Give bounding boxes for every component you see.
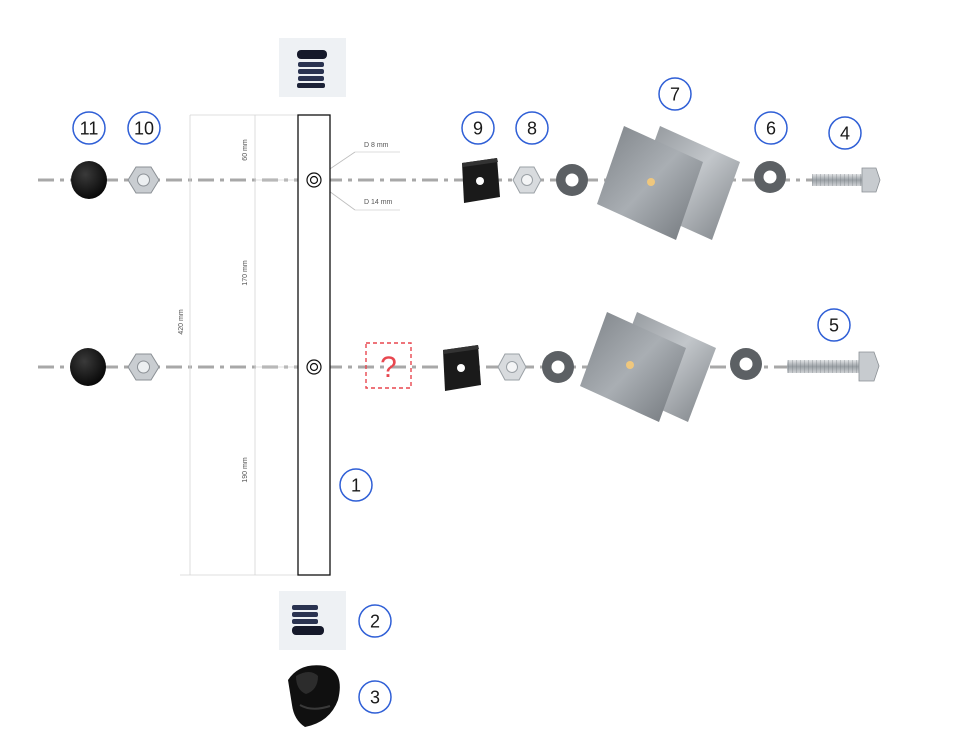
callout-6: 6 bbox=[754, 111, 788, 145]
washer-lower-left bbox=[542, 351, 574, 383]
callout-1: 1 bbox=[339, 468, 373, 502]
callout-3: 3 bbox=[358, 680, 392, 714]
square-rubber-pad-lower bbox=[443, 345, 481, 391]
svg-text:7: 7 bbox=[670, 85, 680, 105]
svg-text:6: 6 bbox=[766, 119, 776, 139]
dome-cap-lower bbox=[70, 348, 106, 386]
hex-nut-upper-left bbox=[127, 166, 160, 194]
hex-nut-lower-left bbox=[127, 353, 160, 381]
dim-middle-spacing: 170 mm bbox=[242, 260, 249, 285]
foot-cap bbox=[288, 665, 340, 727]
callout-5: 5 bbox=[817, 308, 851, 342]
callout-2: 2 bbox=[358, 604, 392, 638]
bolt-short bbox=[812, 167, 881, 193]
dim-small-hole: D 8 mm bbox=[364, 142, 389, 149]
callout-8: 8 bbox=[515, 111, 549, 145]
dim-total-length: 420 mm bbox=[178, 309, 185, 334]
callout-4: 4 bbox=[828, 116, 862, 150]
upper-hole-icon bbox=[306, 172, 322, 188]
washer-upper-right bbox=[754, 161, 786, 193]
svg-text:9: 9 bbox=[473, 119, 483, 139]
dimension-lines: 60 mm 170 mm 190 mm 420 mm D 8 mm D 14 m… bbox=[178, 114, 400, 576]
angle-bracket-lower bbox=[580, 312, 716, 422]
washer-upper-left bbox=[556, 164, 588, 196]
square-rubber-pad-upper bbox=[462, 158, 500, 203]
missing-part-symbol: ? bbox=[380, 351, 397, 384]
insert-plug-bottom bbox=[279, 591, 346, 650]
svg-text:11: 11 bbox=[80, 119, 99, 139]
insert-plug-top bbox=[279, 38, 346, 97]
angle-bracket-upper bbox=[597, 126, 740, 240]
lower-hole-icon bbox=[306, 359, 322, 375]
missing-part-placeholder: ? bbox=[365, 342, 412, 389]
hex-nut-lower bbox=[497, 353, 527, 381]
dome-cap-upper bbox=[71, 161, 107, 199]
svg-text:5: 5 bbox=[829, 316, 839, 336]
callout-9: 9 bbox=[461, 111, 495, 145]
callout-7: 7 bbox=[658, 77, 692, 111]
svg-text:2: 2 bbox=[370, 612, 380, 632]
dim-large-hole: D 14 mm bbox=[364, 199, 393, 206]
upper-assembly bbox=[71, 126, 881, 240]
dim-top-offset: 60 mm bbox=[242, 139, 249, 161]
svg-text:8: 8 bbox=[527, 119, 537, 139]
callouts: 11 10 9 8 7 6 4 5 bbox=[72, 77, 862, 714]
hex-nut-upper bbox=[512, 166, 542, 194]
profile-post bbox=[297, 114, 331, 576]
callout-10: 10 bbox=[127, 111, 161, 145]
callout-11: 11 bbox=[72, 111, 106, 145]
svg-text:4: 4 bbox=[840, 124, 850, 144]
washer-lower-right bbox=[730, 348, 762, 380]
bolt-long bbox=[787, 351, 880, 382]
svg-text:3: 3 bbox=[370, 688, 380, 708]
lower-assembly: ? bbox=[70, 312, 880, 422]
svg-text:10: 10 bbox=[134, 119, 154, 139]
dim-bottom-offset: 190 mm bbox=[242, 457, 249, 482]
svg-text:1: 1 bbox=[351, 476, 361, 496]
